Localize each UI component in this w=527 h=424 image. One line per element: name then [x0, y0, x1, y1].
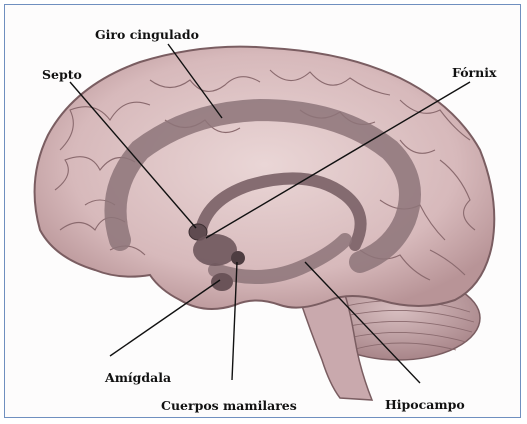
label-hipocampo: Hipocampo: [385, 398, 465, 412]
label-septo: Septo: [42, 68, 82, 82]
mammillary-body: [231, 251, 245, 265]
amygdala-structure: [211, 273, 233, 291]
label-amigdala: Amígdala: [105, 371, 171, 385]
label-fornix: Fórnix: [452, 66, 496, 80]
label-cuerpos-mamilares: Cuerpos mamilares: [161, 399, 297, 413]
label-giro-cingulado: Giro cingulado: [95, 28, 199, 42]
thalamus-region: [193, 234, 237, 266]
